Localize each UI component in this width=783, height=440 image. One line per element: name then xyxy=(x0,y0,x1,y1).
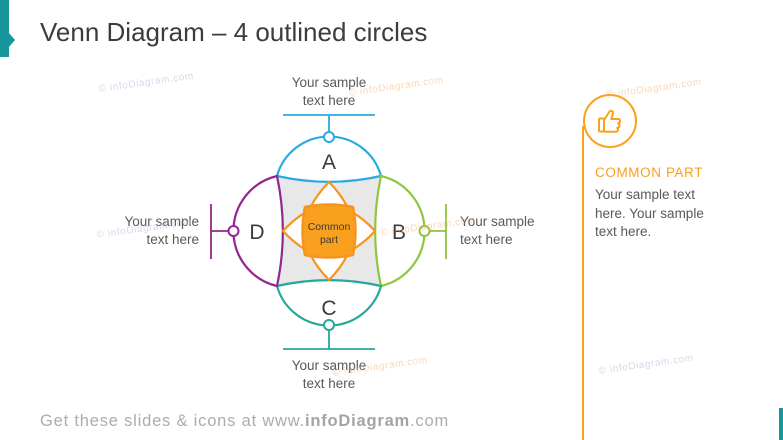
common-part-label-line1: Common xyxy=(308,221,351,233)
node-left-icon xyxy=(227,225,240,237)
callout-connector-left xyxy=(210,204,229,259)
panel-icon-badge xyxy=(583,94,637,148)
circle-c-outline xyxy=(275,279,383,327)
thumbs-up-icon xyxy=(598,109,622,133)
circle-d-letter: D xyxy=(249,221,264,244)
corner-accent-bar xyxy=(779,408,783,440)
footer-brand: infoDiagram xyxy=(304,412,411,430)
footer-suffix: .com xyxy=(410,412,449,430)
panel-accent-line xyxy=(582,126,584,440)
circle-a-letter: A xyxy=(322,151,336,174)
panel-heading: COMMON PART xyxy=(595,165,704,180)
accent-arrow-icon xyxy=(0,0,15,57)
circle-b-letter: B xyxy=(392,221,406,244)
node-top-icon xyxy=(323,131,335,143)
circle-d-outline xyxy=(232,174,284,288)
circle-b-outline xyxy=(374,174,426,288)
circle-a-outline xyxy=(275,135,383,183)
callout-left-line2: text here xyxy=(146,232,199,247)
outlined-circles xyxy=(232,135,426,327)
common-part-label-line2: part xyxy=(320,234,338,246)
callout-labels: Your sample text here Your sample text h… xyxy=(124,75,534,391)
callout-bottom-line2: text here xyxy=(303,376,356,391)
callout-connector-right xyxy=(429,204,447,259)
page-title: Venn Diagram – 4 outlined circles xyxy=(40,17,428,47)
callout-connectors xyxy=(210,114,447,350)
footer-prefix: Get these slides & icons at www. xyxy=(40,412,305,430)
callout-top-line2: text here xyxy=(303,93,356,108)
callout-left-line1: Your sample xyxy=(124,214,199,229)
callout-connector-top xyxy=(283,114,375,132)
circle-c-letter: C xyxy=(321,297,336,320)
node-right-icon xyxy=(418,225,431,237)
common-part-shape xyxy=(301,203,357,259)
connector-nodes xyxy=(227,131,431,331)
footer: Get these slides & icons at www.infoDiag… xyxy=(40,412,449,431)
callout-bottom-line1: Your sample xyxy=(292,358,367,373)
callout-right-line1: Your sample xyxy=(460,214,535,229)
slide-accent-shape xyxy=(0,0,15,57)
callout-connector-bottom xyxy=(283,330,375,350)
panel-body-text: Your sample text here. Your sample text … xyxy=(595,187,704,239)
callout-right-line2: text here xyxy=(460,232,513,247)
callout-top-line1: Your sample xyxy=(292,75,367,90)
node-bottom-icon xyxy=(323,319,335,331)
